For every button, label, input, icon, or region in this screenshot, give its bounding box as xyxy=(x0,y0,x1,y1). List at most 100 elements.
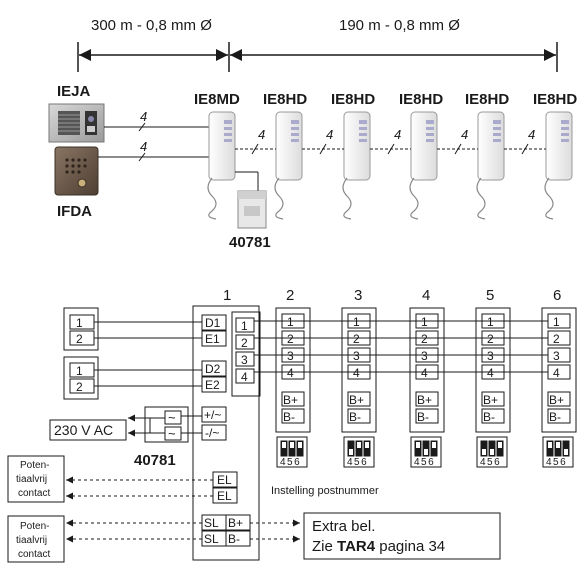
column-number: 1 xyxy=(223,287,231,304)
contact1-line: Poten- xyxy=(20,460,49,471)
slave-terminal: 3 xyxy=(353,349,360,363)
ifda-door-panel xyxy=(54,146,99,196)
dip-numbers: 456 xyxy=(546,457,567,468)
slave-terminal: 3 xyxy=(553,349,560,363)
panel-label-ifda: IFDA xyxy=(57,203,92,220)
extra-bell-ref: TAR4 xyxy=(337,538,376,555)
dip-numbers: 456 xyxy=(414,457,435,468)
master-terminal-e2: E2 xyxy=(205,378,220,392)
contact-box-1 xyxy=(7,455,65,503)
psu-label-bottom: 40781 xyxy=(134,452,176,469)
dip-switch xyxy=(276,436,308,468)
door1-terminal-1: 1 xyxy=(76,316,83,330)
voltage-box xyxy=(49,419,127,441)
slave-terminal: B- xyxy=(483,410,495,424)
slave-terminal: 4 xyxy=(353,366,360,380)
slave-terminal: B- xyxy=(349,410,361,424)
product-overview: IEJA IFDA xyxy=(48,83,577,251)
slave-terminal: 4 xyxy=(487,366,494,380)
panel-label-ieja: IEJA xyxy=(57,83,91,100)
dip-switch xyxy=(410,436,442,468)
slave-terminal: B+ xyxy=(349,393,364,407)
ieja-door-panel xyxy=(48,103,105,143)
master-terminal-d1: D1 xyxy=(205,316,221,330)
slave-terminal: 4 xyxy=(287,366,294,380)
master-terminal-plus: +/~ xyxy=(204,408,221,422)
master-bus-block xyxy=(231,311,261,397)
psu-symbol: ~ xyxy=(168,410,176,425)
dip-switch xyxy=(476,436,508,468)
power-supply-module xyxy=(235,171,267,229)
slave-terminal: 1 xyxy=(553,315,560,329)
slave-terminal: 2 xyxy=(553,332,560,346)
bus-wire-count: 4 xyxy=(461,127,468,142)
master-terminal-e1: E1 xyxy=(205,332,220,346)
bus-wire-count: 4 xyxy=(258,127,265,142)
column-number: 2 xyxy=(286,287,294,304)
handset-label-slave: IE8HD xyxy=(263,91,307,108)
slave-terminal: B+ xyxy=(549,393,564,407)
voltage-label: 230 V AC xyxy=(54,422,113,438)
slave-terminal: 1 xyxy=(421,315,428,329)
dip-numbers: 456 xyxy=(280,457,301,468)
dip-caption: Instelling postnummer xyxy=(271,485,379,497)
handset-master xyxy=(207,111,236,220)
slave-terminal: 3 xyxy=(287,349,294,363)
slave-terminal: B- xyxy=(283,410,295,424)
psu-label-top: 40781 xyxy=(229,234,271,251)
contact2-line: Poten- xyxy=(20,521,49,532)
handset-slave xyxy=(476,111,505,220)
handset-label-slave: IE8HD xyxy=(465,91,509,108)
wiring-schematic: 1 2 3 4 5 6 1 2 1 2 xyxy=(7,287,577,563)
ieja-cable-tick xyxy=(138,122,146,132)
slave-terminal: 2 xyxy=(421,332,428,346)
extra-bell-pre: Zie xyxy=(312,538,337,555)
column-number: 6 xyxy=(553,287,561,304)
psu-symbol-box xyxy=(144,406,189,443)
ifda-cable-tick xyxy=(138,152,146,162)
master-bus-terminal: 2 xyxy=(241,336,248,350)
master-bus-terminal: 1 xyxy=(241,319,248,333)
master-bus-terminal: 4 xyxy=(241,370,248,384)
extra-bell-post: pagina 34 xyxy=(375,538,445,555)
slave-terminal: B- xyxy=(417,410,429,424)
bus-wires xyxy=(254,320,548,373)
handset-label-slave: IE8HD xyxy=(331,91,375,108)
handset-slave xyxy=(409,111,438,220)
handset-slave xyxy=(274,111,303,220)
slave-terminal: B+ xyxy=(283,393,298,407)
slave-terminal: B+ xyxy=(417,393,432,407)
psu-symbol: ~ xyxy=(168,426,176,441)
slave-terminal: 1 xyxy=(353,315,360,329)
slave-terminal: 3 xyxy=(421,349,428,363)
left-span-label: 300 m - 0,8 mm Ø xyxy=(91,17,212,34)
master-terminal-sl: SL xyxy=(204,532,219,546)
dip-numbers: 456 xyxy=(480,457,501,468)
master-terminal-sl: SL xyxy=(204,516,219,530)
slave-terminal: 4 xyxy=(421,366,428,380)
handset-slave xyxy=(544,111,573,220)
extra-bell-line2: Zie TAR4 pagina 34 xyxy=(312,538,445,555)
dip-numbers: 456 xyxy=(347,457,368,468)
master-terminal-d2: D2 xyxy=(205,362,221,376)
bus-wire-count: 4 xyxy=(528,127,535,142)
contact1-line: contact xyxy=(18,488,50,499)
slave-terminal: B- xyxy=(549,410,561,424)
slave-terminal: 4 xyxy=(553,366,560,380)
bus-wire-count: 4 xyxy=(326,127,333,142)
master-terminal-minus: -/~ xyxy=(205,426,219,440)
right-span-label: 190 m - 0,8 mm Ø xyxy=(339,17,460,34)
master-terminal-el: EL xyxy=(217,473,232,487)
contact2-line: contact xyxy=(18,549,50,560)
slave-terminal: 2 xyxy=(353,332,360,346)
column-number: 5 xyxy=(486,287,494,304)
slave-terminal: 2 xyxy=(287,332,294,346)
contact-box-2 xyxy=(7,515,65,563)
master-terminal-bplus: B+ xyxy=(228,516,243,530)
door1-terminal-2: 2 xyxy=(76,332,83,346)
master-bus-terminal: 3 xyxy=(241,353,248,367)
door2-terminal-1: 1 xyxy=(76,364,83,378)
contact2-line: tiaalvrij xyxy=(16,535,47,546)
handset-label-slave: IE8HD xyxy=(399,91,443,108)
